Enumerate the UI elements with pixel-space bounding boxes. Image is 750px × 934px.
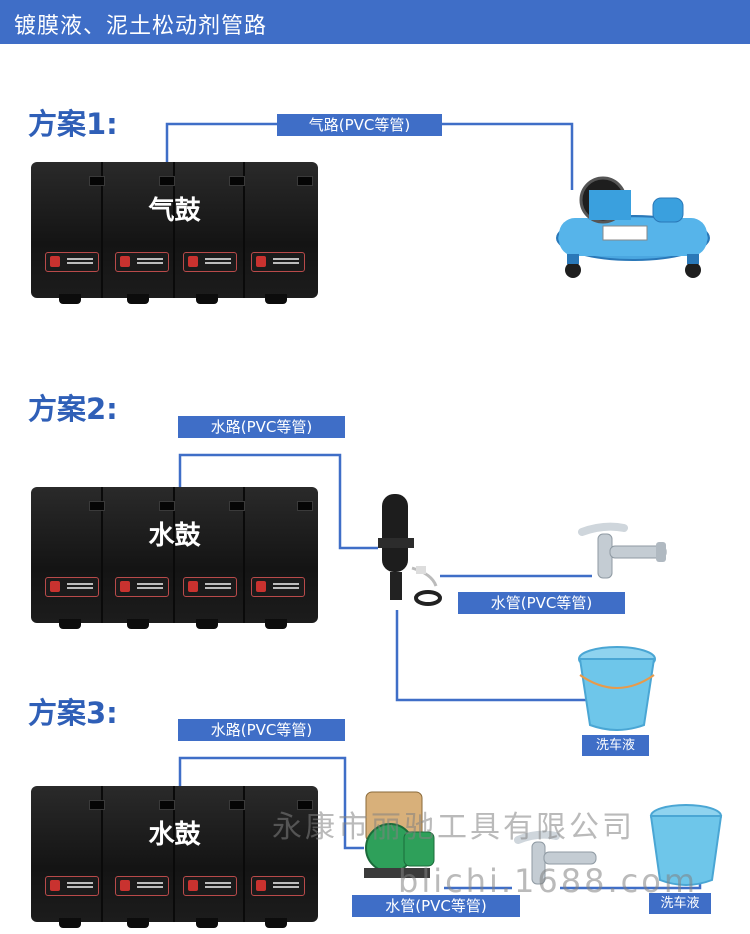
air-reel-badge: [45, 876, 99, 896]
foam-reel-badge: [183, 876, 237, 896]
air-reel-badge: [45, 252, 99, 272]
water-reel-badge: [251, 252, 305, 272]
air-compressor-icon: [556, 176, 710, 278]
plan-3-bucket-label: 洗车液: [649, 893, 711, 914]
faucet-icon: [578, 522, 667, 579]
foam-reel-badge: [183, 577, 237, 597]
plan-1-title: 方案1:: [28, 107, 118, 141]
water-pipe-in-3: [178, 756, 364, 850]
plan-2-bucket-label: 洗车液: [582, 735, 649, 756]
electric-reel-badge: [115, 577, 169, 597]
plan-2-title: 方案2:: [28, 392, 118, 426]
plan-3-hose-reel-cabinet: 水鼓: [31, 786, 318, 928]
water-pipe-bucket: [395, 610, 600, 702]
dosing-pump-icon: [378, 494, 442, 606]
water-pump-icon: [364, 791, 435, 878]
watermark-company: 永康市丽驰工具有限公司: [272, 810, 635, 845]
electric-reel-badge: [115, 252, 169, 272]
water-pipe-in: [178, 453, 378, 550]
foam-reel-badge: [183, 252, 237, 272]
plan-1-hose-reel-cabinet: 气鼓: [31, 162, 318, 304]
header-bar: 镀膜液、泥土松动剂管路: [0, 0, 750, 44]
water-reel-badge: [251, 876, 305, 896]
plan-2-pipe-label: 水路(PVC等管): [178, 416, 345, 438]
page-title: 镀膜液、泥土松动剂管路: [14, 14, 268, 39]
air-reel-badge: [45, 577, 99, 597]
bucket-icon: [578, 646, 656, 731]
plan-3-tap-pipe-label: 水管(PVC等管): [352, 895, 520, 917]
water-reel-badge: [251, 577, 305, 597]
bucket-icon: [649, 804, 723, 886]
plan-2-drum-label: 水鼓: [148, 521, 201, 551]
plan-1-drum-label: 气鼓: [148, 196, 201, 226]
plan-3-pipe-label: 水路(PVC等管): [178, 719, 345, 741]
watermark-url: blichi.1688.com: [398, 862, 698, 900]
faucet-icon: [514, 830, 597, 885]
plan-1-pipe-label: 气路(PVC等管): [277, 114, 442, 136]
electric-reel-badge: [115, 876, 169, 896]
plan-3-title: 方案3:: [28, 696, 118, 730]
plan-2-hose-reel-cabinet: 水鼓: [31, 487, 318, 629]
plan-3-drum-label: 水鼓: [148, 820, 201, 850]
plan-2-tap-pipe-label: 水管(PVC等管): [458, 592, 625, 614]
